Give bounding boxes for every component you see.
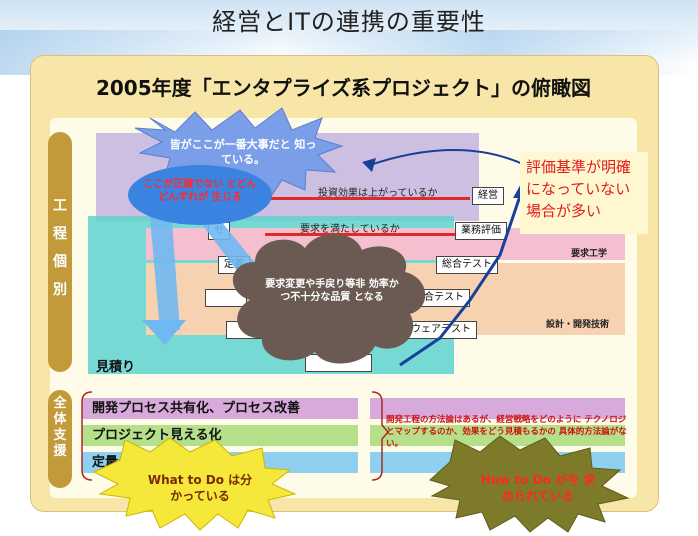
side-label-individual: 工程個別 xyxy=(48,132,72,372)
design-label: 設計・開発技術 xyxy=(546,320,610,330)
band-process: 開発プロセス共有化、プロセス改善 xyxy=(82,398,358,419)
feedback-arrow-blue xyxy=(399,195,522,367)
blue-oval-text: ここが正確でない とどんどんずれが 生じる xyxy=(143,179,257,203)
diagram-title: 2005年度「エンタプライズ系プロジェクト」の俯瞰図 xyxy=(95,76,592,100)
slide-title: 経営とITの連携の重要性 xyxy=(212,8,486,36)
box-integration-test-1: 総合テスト xyxy=(436,256,498,274)
callout-evaluation: 評価基準が明確 になっていない 場合が多い xyxy=(520,152,648,234)
cloud xyxy=(232,233,426,364)
how-to-do-text: How to Do が今 求められている xyxy=(480,473,596,503)
estimation-label: 見積り xyxy=(96,360,136,375)
side-label-individual-text: 工程個別 xyxy=(53,198,67,298)
right-brace xyxy=(371,391,389,481)
band-visibility: プロジェクト見える化 xyxy=(82,425,358,446)
callout-arrowhead xyxy=(362,158,376,172)
what-to-do-text: What to Do は分 かっている xyxy=(147,473,253,503)
big-arrow-left xyxy=(148,195,180,330)
cloud-text: 要求変更や手戻り等非 効率かつ不十分な品質 となる xyxy=(265,279,399,303)
box-management: 経営 xyxy=(472,187,504,205)
big-arrow-left-head xyxy=(142,320,186,345)
burst-how-to-do xyxy=(429,435,630,533)
methodology-note: 開発工程の方法論はあるが、経営戦略をどのように テクノロジとマップするのか、効果… xyxy=(386,415,627,449)
band-process-right xyxy=(370,398,625,419)
requirements-label: 要求工学 xyxy=(571,249,608,259)
callout-arrow xyxy=(369,149,526,166)
burst-what-to-do xyxy=(92,437,297,531)
requirements-met-arrow xyxy=(265,233,455,236)
box-business-eval: 業務評価 xyxy=(455,222,507,240)
blue-oval xyxy=(128,165,272,225)
investment-arrow xyxy=(265,197,470,200)
side-label-overall: 全体支援 xyxy=(48,390,72,488)
side-label-overall-text: 全体支援 xyxy=(53,396,67,459)
left-brace xyxy=(81,391,93,481)
band-visibility-right xyxy=(370,425,625,446)
top-burst xyxy=(134,107,344,199)
investment-text: 投資効果は上がっているか xyxy=(318,188,438,199)
requirements-met-text: 要求を満たしているか xyxy=(300,224,400,235)
top-burst-text: 皆がここが一番大事だと 知っている。 xyxy=(169,138,317,166)
